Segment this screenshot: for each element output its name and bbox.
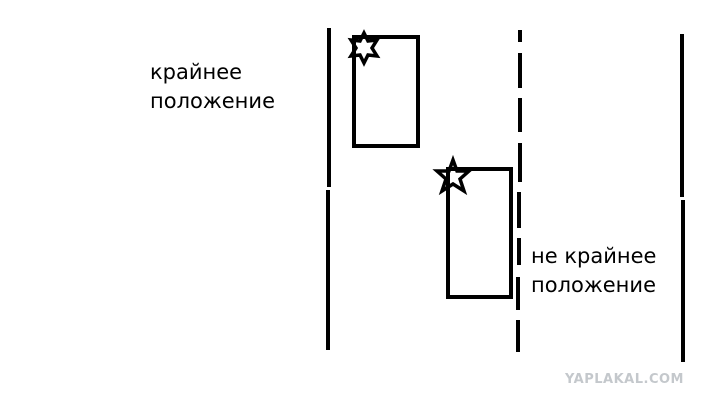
label-not-extreme-line2: положение — [531, 273, 656, 297]
label-extreme-line1: крайнее — [150, 60, 243, 84]
label-extreme-position: крайнее положение — [150, 58, 275, 116]
star-icon — [432, 154, 474, 196]
right-solid-lane-line — [680, 34, 685, 362]
left-solid-lane-line — [326, 28, 331, 350]
car-not-extreme-position — [446, 167, 513, 299]
label-not-extreme-line1: не крайнее — [531, 244, 657, 268]
star-icon — [347, 29, 381, 67]
label-not-extreme-position: не крайнее положение — [531, 242, 656, 300]
site-watermark: YAPLAKAL.COM — [565, 372, 684, 387]
label-extreme-line2: положение — [150, 89, 275, 113]
center-dashed-lane-line — [516, 30, 522, 352]
car-extreme-position — [352, 35, 420, 148]
